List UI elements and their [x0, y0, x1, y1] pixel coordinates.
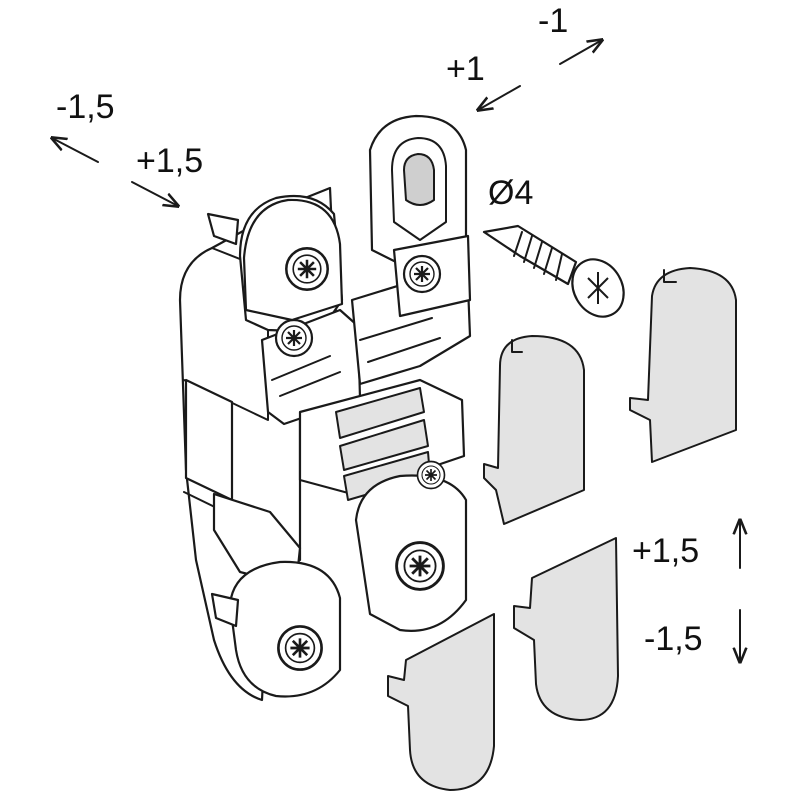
label-minus-1-5-side: -1,5: [56, 88, 115, 126]
cover-cap: [483, 335, 585, 525]
cross-screw-icon: [416, 460, 446, 490]
cross-screw-icon: [274, 318, 314, 358]
label-plus-1-5-height: +1,5: [632, 532, 699, 570]
cross-screw-icon: [277, 625, 323, 671]
cross-screw-icon: [285, 247, 329, 291]
label-plus-1-5-side: +1,5: [136, 142, 203, 180]
screw-tip-icon: [206, 212, 240, 246]
wood-screw-icon: [482, 224, 625, 318]
cover-cap: [387, 613, 495, 791]
adjustment-arrow-icon: [559, 40, 602, 65]
label-minus-1: -1: [538, 2, 568, 40]
label-minus-1-5-height: -1,5: [644, 620, 703, 658]
hinge-body: [178, 114, 472, 702]
adjustment-arrow-icon: [131, 181, 178, 206]
label-screw-diameter: Ø4: [488, 174, 533, 212]
cross-screw-icon: [402, 254, 442, 294]
cover-caps: [387, 267, 737, 791]
label-plus-1: +1: [446, 50, 485, 88]
adjustment-arrow-icon: [52, 138, 99, 163]
cross-screw-icon: [395, 541, 445, 591]
cover-cap: [629, 267, 737, 463]
adjustment-arrow-icon: [478, 85, 521, 110]
adjustment-arrows: [52, 40, 740, 662]
screw-tip-icon: [210, 592, 240, 628]
cover-cap: [513, 537, 619, 721]
